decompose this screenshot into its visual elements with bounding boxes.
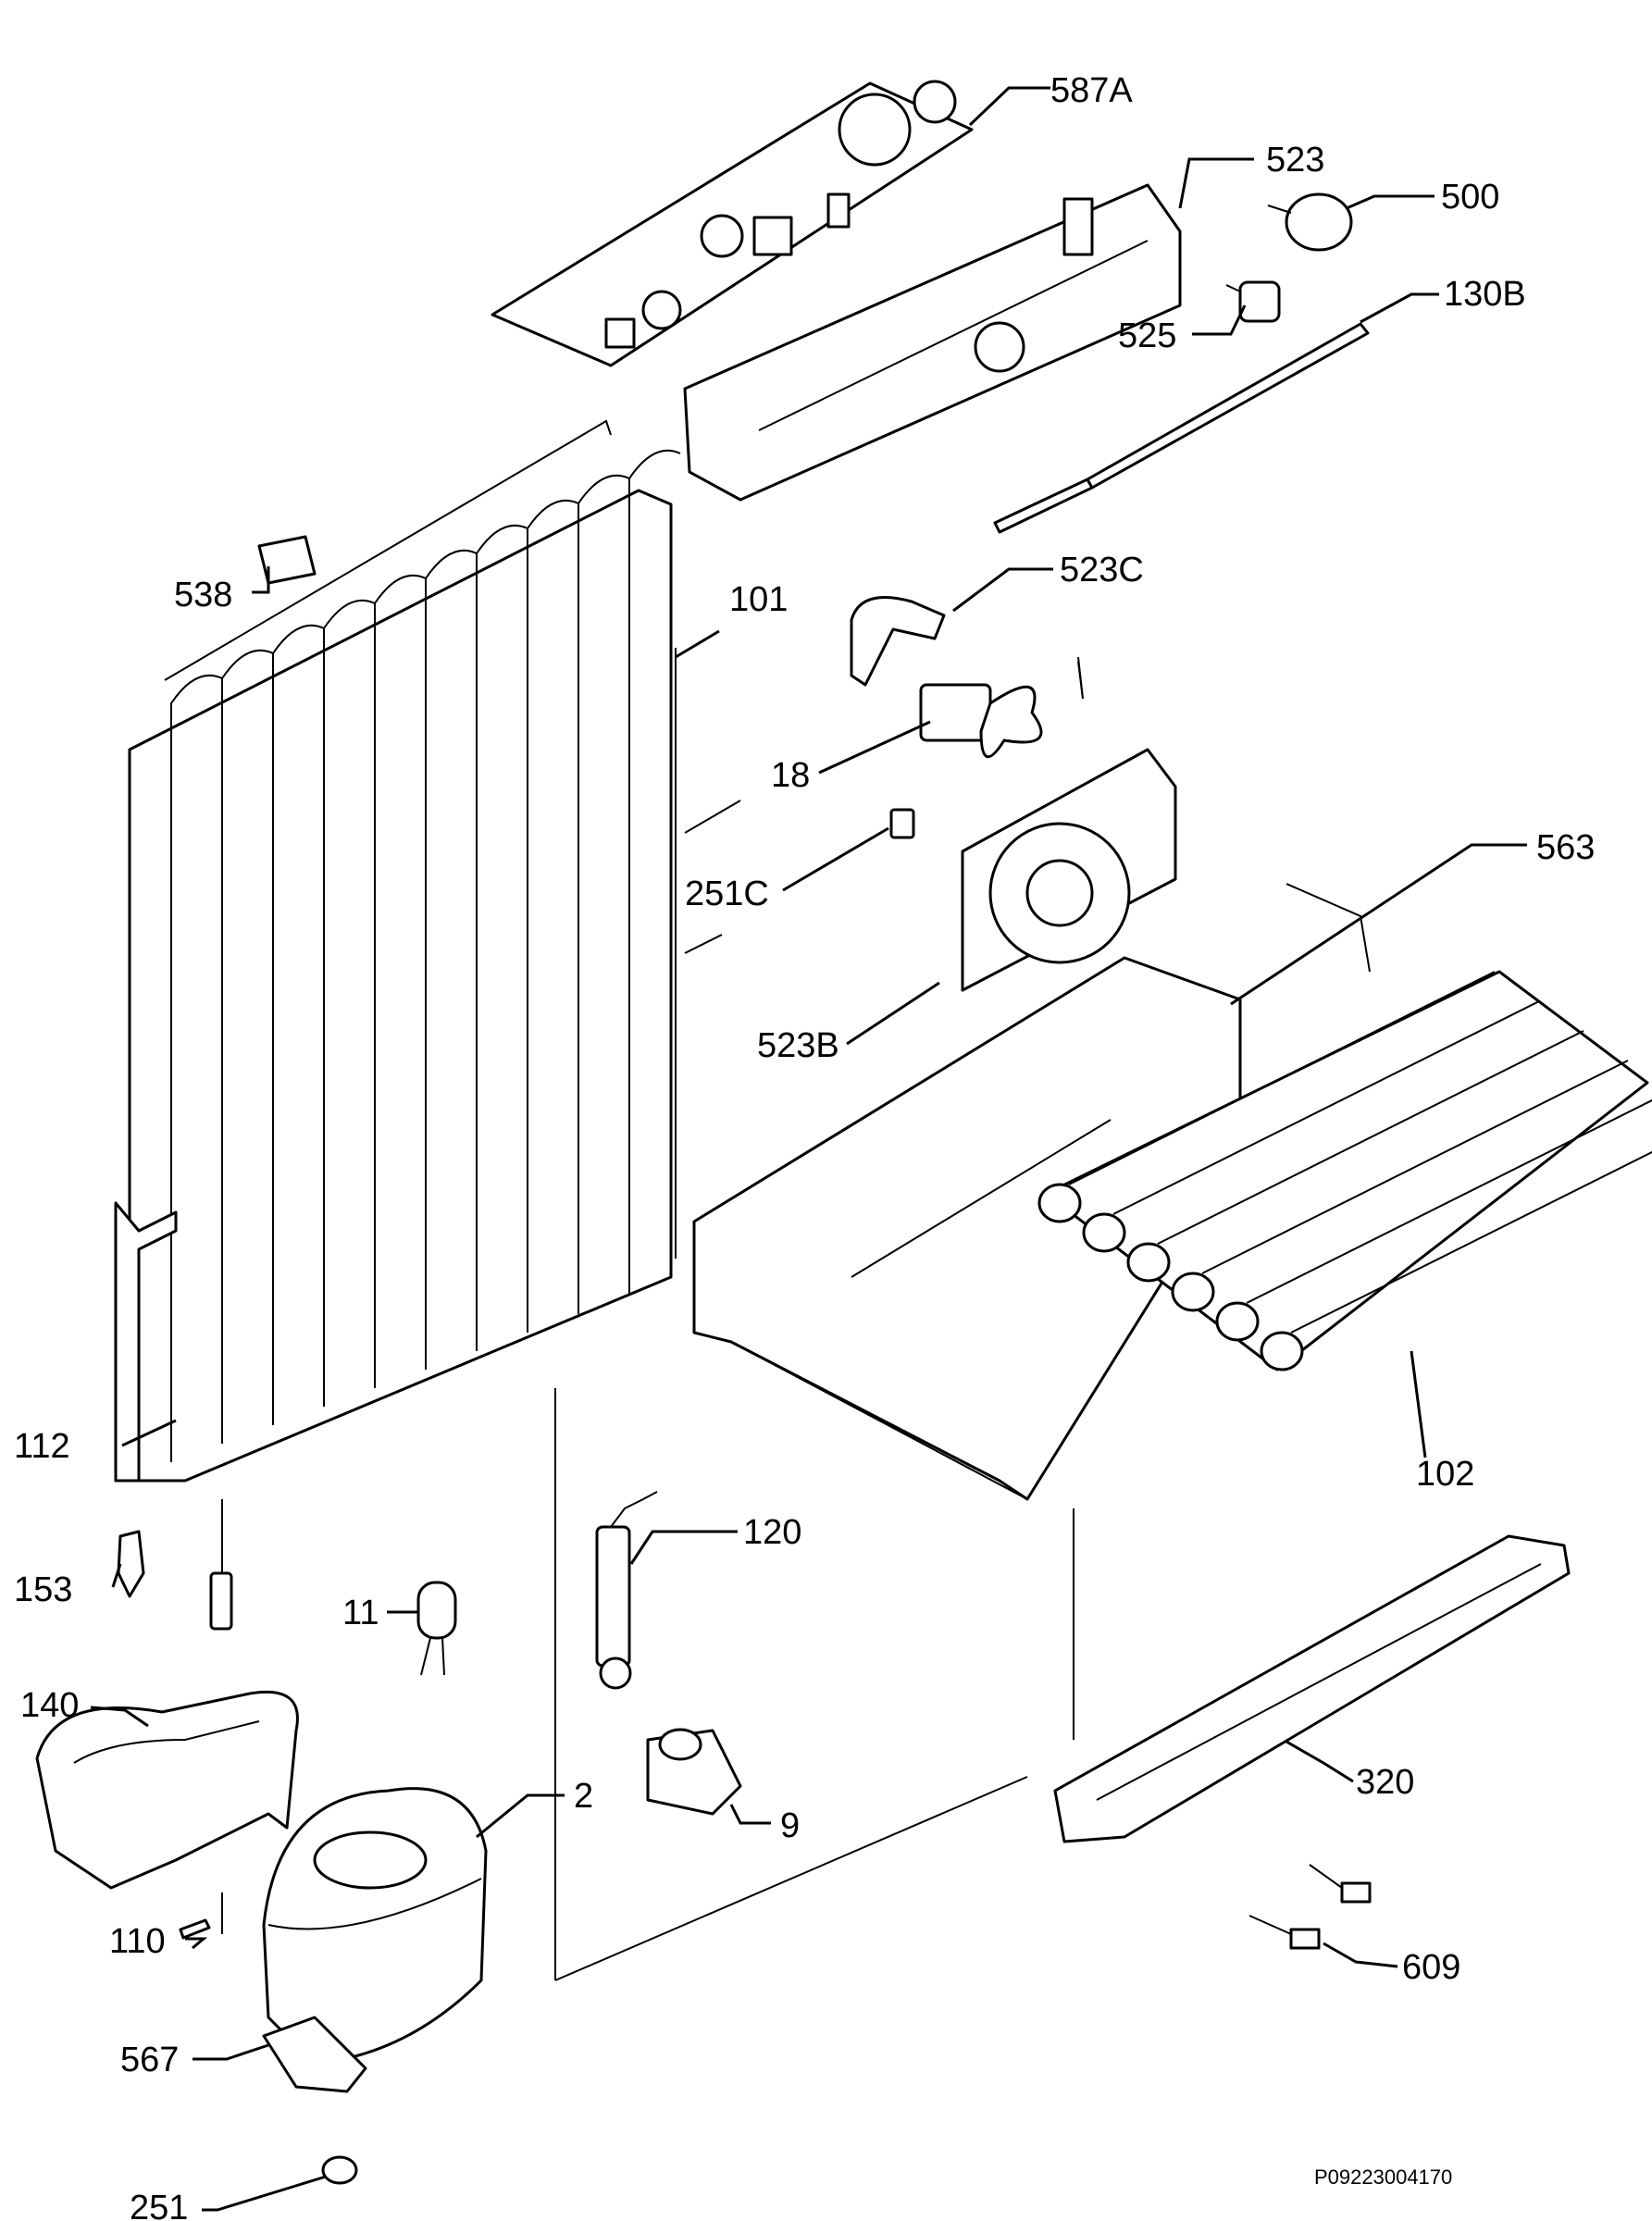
- label-563: 563: [1536, 828, 1595, 867]
- relay-part: [646, 1728, 742, 1816]
- evaporator-fin-row: [1157, 1030, 1584, 1245]
- label-525: 525: [1118, 316, 1176, 355]
- rubber-foot-part: [321, 2155, 358, 2185]
- drier-filter-part: [114, 1201, 178, 1483]
- condenser-tube: [170, 674, 223, 1462]
- evaporator-fin-row: [1246, 1098, 1652, 1304]
- label-120: 120: [743, 1513, 801, 1552]
- label-9: 9: [780, 1806, 800, 1845]
- evaporator-tray-part: [692, 956, 1242, 1501]
- control-housing-part: [683, 183, 1182, 502]
- evaporator-tube-end: [1082, 1212, 1126, 1253]
- label-251C: 251C: [685, 875, 769, 913]
- part-labels: 587A 523 500 130B 525 538 101 523C 18 25…: [14, 71, 1595, 2221]
- label-523C: 523C: [1060, 551, 1144, 589]
- label-140: 140: [20, 1686, 79, 1725]
- control-board-part: [491, 80, 974, 367]
- grommet-part: [889, 808, 915, 839]
- evaporator-fin-row: [1201, 1060, 1629, 1274]
- label-320: 320: [1356, 1763, 1414, 1802]
- label-112: 112: [14, 1427, 70, 1466]
- document-id: P09223004170: [1314, 2165, 1452, 2189]
- label-251: 251: [130, 2189, 188, 2221]
- condenser-tube: [628, 449, 681, 1296]
- label-153: 153: [14, 1570, 72, 1609]
- label-500: 500: [1441, 178, 1499, 217]
- label-523: 523: [1266, 141, 1324, 180]
- condenser-tube: [374, 574, 427, 1388]
- label-2: 2: [574, 1777, 593, 1816]
- label-101: 101: [729, 580, 788, 619]
- label-11: 11: [342, 1594, 379, 1632]
- clip-part: [257, 535, 317, 585]
- condenser-tube: [272, 624, 325, 1425]
- label-567: 567: [120, 2041, 179, 2079]
- evaporator-tube-end: [1215, 1301, 1260, 1342]
- heater-part: [595, 1491, 658, 1690]
- condenser-tube: [527, 499, 579, 1333]
- label-110: 110: [109, 1922, 166, 1961]
- label-130B: 130B: [1444, 275, 1526, 314]
- condenser-tube: [578, 474, 630, 1314]
- condenser-coil: [128, 449, 681, 1631]
- drip-tray-part: [35, 1690, 299, 1890]
- capacitor-part: [416, 1581, 457, 1676]
- switch-part: [1225, 280, 1281, 323]
- compressor-part: [262, 1787, 488, 2066]
- label-523B: 523B: [757, 1026, 839, 1065]
- fan-motor-part: [919, 656, 1084, 759]
- evaporator-fin-row: [1068, 971, 1496, 1185]
- label-102: 102: [1416, 1455, 1474, 1494]
- evaporator-tube-end: [1171, 1272, 1215, 1312]
- handle-part: [1053, 1534, 1571, 1843]
- evaporator-tube-end: [1037, 1183, 1082, 1223]
- clamp-part: [117, 1530, 145, 1598]
- label-609: 609: [1402, 1948, 1460, 1987]
- knob-part: [1267, 192, 1353, 252]
- rod-part: [993, 322, 1370, 534]
- bracket-part: [262, 2016, 367, 2093]
- leader-lines: [90, 86, 1527, 2212]
- label-587A: 587A: [1050, 71, 1133, 110]
- evaporator-part: [1037, 883, 1652, 1371]
- condenser-tube: [221, 649, 274, 1444]
- evaporator-tube-end: [1260, 1331, 1304, 1371]
- motor-bracket-part: [850, 596, 946, 687]
- wiring-harness-part: [1248, 1864, 1372, 1950]
- label-18: 18: [771, 756, 810, 795]
- evaporator-fin-row: [1290, 1150, 1652, 1334]
- evaporator-fin-row: [1112, 1000, 1540, 1215]
- label-538: 538: [174, 576, 232, 614]
- condenser-tube: [476, 524, 528, 1351]
- condenser-tube: [323, 599, 376, 1407]
- evaporator-tube-end: [1126, 1242, 1171, 1283]
- fan-cover-part: [961, 748, 1177, 992]
- condenser-tube: [425, 549, 478, 1370]
- pin-part: [179, 1918, 211, 1940]
